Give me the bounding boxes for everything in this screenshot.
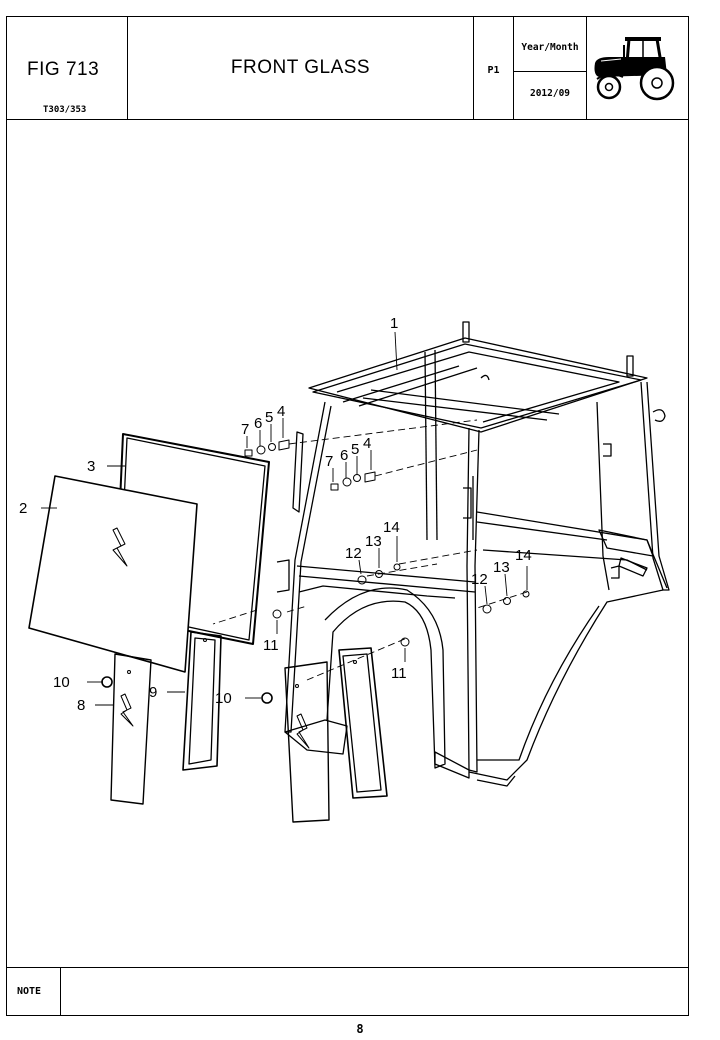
callout-9: 9 [149,684,157,701]
callout-7-b: 7 [325,453,333,470]
model-code: T303/353 [43,105,87,115]
callout-6: 6 [254,415,262,432]
issue-date: 2012/09 [529,88,571,99]
fig-number: FIG 713 [27,59,100,80]
page-code: P1 [487,65,500,76]
note-row: NOTE [7,967,688,1015]
callout-14-b: 14 [515,547,532,564]
callout-labels: 1 2 3 4 5 6 7 4 5 6 7 8 9 10 10 11 11 12… [19,315,532,714]
leader-lines [41,331,528,706]
callout-10: 10 [53,674,70,691]
title-block: FIG 713 T303/353 FRONT GLASS P1 Year/Mon… [7,17,688,120]
page-code-cell: P1 [474,17,514,119]
callout-5-b: 5 [351,441,359,458]
callout-10-b: 10 [215,690,232,707]
page-number: 8 [356,1022,364,1036]
callout-12: 12 [345,545,362,562]
callout-11: 11 [263,637,279,654]
title-cell: FRONT GLASS [128,17,474,119]
logo-cell [587,17,688,119]
glass-panel-8 [110,653,152,805]
callout-4-b: 4 [363,435,371,452]
callout-2: 2 [19,500,27,517]
callout-6-b: 6 [340,447,348,464]
callout-11-b: 11 [391,665,407,682]
callout-5: 5 [265,409,273,426]
callout-1: 1 [390,315,398,332]
tractor-icon [594,37,675,101]
front-glass-diagram: 1 2 3 4 5 6 7 4 5 6 7 8 9 10 10 11 11 12… [19,315,670,823]
glass-panel-9 [182,631,222,771]
fig-cell: FIG 713 T303/353 [7,17,128,119]
callout-4: 4 [277,403,285,420]
fasteners [101,439,530,704]
callout-13-b: 13 [493,559,510,576]
glass-panel-9-right [338,647,388,799]
note-label-cell: NOTE [7,968,61,1015]
assembly-lines [212,419,528,681]
callout-12-b: 12 [471,571,488,588]
callout-3: 3 [87,458,95,475]
glass-panel-8-right [284,661,330,823]
cab-frame [276,321,670,787]
year-month-label: Year/Month [521,42,579,53]
callout-7: 7 [241,421,249,438]
parts-sheet-frame: FIG 713 T303/353 FRONT GLASS P1 Year/Mon… [6,16,689,1016]
callout-14: 14 [383,519,400,536]
callout-8: 8 [77,697,85,714]
callout-13: 13 [365,533,382,550]
page-title: FRONT GLASS [230,57,371,78]
year-month-cell: Year/Month 2012/09 [514,17,587,119]
exploded-view-drawing: 1 2 3 4 5 6 7 4 5 6 7 8 9 10 10 11 11 12… [7,120,688,967]
note-label: NOTE [17,986,42,997]
glass-panel-2 [28,475,198,673]
